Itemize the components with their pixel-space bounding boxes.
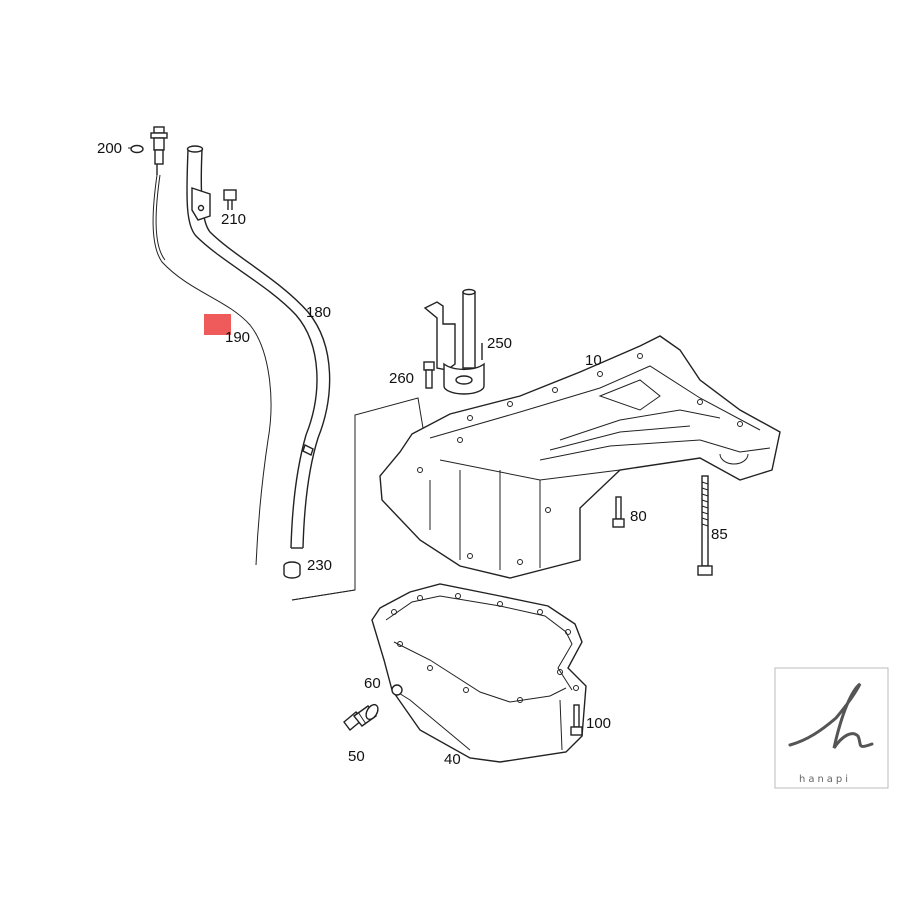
label-200: 200 [97, 140, 122, 157]
seal-230[interactable] [283, 561, 301, 579]
hanapi-script-logo-icon [788, 682, 874, 749]
label-230: 230 [307, 557, 332, 574]
bolt-210[interactable] [223, 189, 237, 210]
o-ring-200[interactable] [130, 144, 144, 154]
label-40: 40 [444, 751, 461, 768]
label-100: 100 [586, 715, 611, 732]
tube-bracket[interactable] [423, 288, 485, 395]
bolt-100[interactable] [570, 704, 583, 736]
bolt-260[interactable] [423, 361, 435, 389]
dipstick-assembly [130, 126, 331, 579]
label-80: 80 [630, 508, 647, 525]
part-labels: 200 210 180 190 250 10 260 80 85 230 60 … [97, 140, 728, 768]
label-180: 180 [306, 304, 331, 321]
label-10: 10 [585, 352, 602, 369]
bolt-80[interactable] [612, 496, 625, 528]
label-210: 210 [221, 211, 246, 228]
label-85: 85 [711, 526, 728, 543]
label-190: 190 [225, 329, 250, 346]
label-250: 250 [487, 335, 512, 352]
highlight-marker [204, 314, 231, 335]
upper-oil-pan[interactable] [379, 335, 781, 579]
bolt-85[interactable] [697, 475, 713, 576]
dipstick-cap[interactable] [150, 126, 168, 175]
label-260: 260 [389, 370, 414, 387]
lower-oil-pan[interactable] [371, 583, 587, 763]
hanapi-logo: hanapi [774, 667, 889, 789]
group-bracket [291, 397, 426, 601]
guide-tube[interactable] [186, 145, 331, 549]
seal-ring-60[interactable] [364, 703, 381, 722]
label-60: 60 [364, 675, 381, 692]
logo-text: hanapi [799, 774, 851, 785]
dipstick-rod[interactable] [152, 174, 272, 566]
label-50: 50 [348, 748, 365, 765]
